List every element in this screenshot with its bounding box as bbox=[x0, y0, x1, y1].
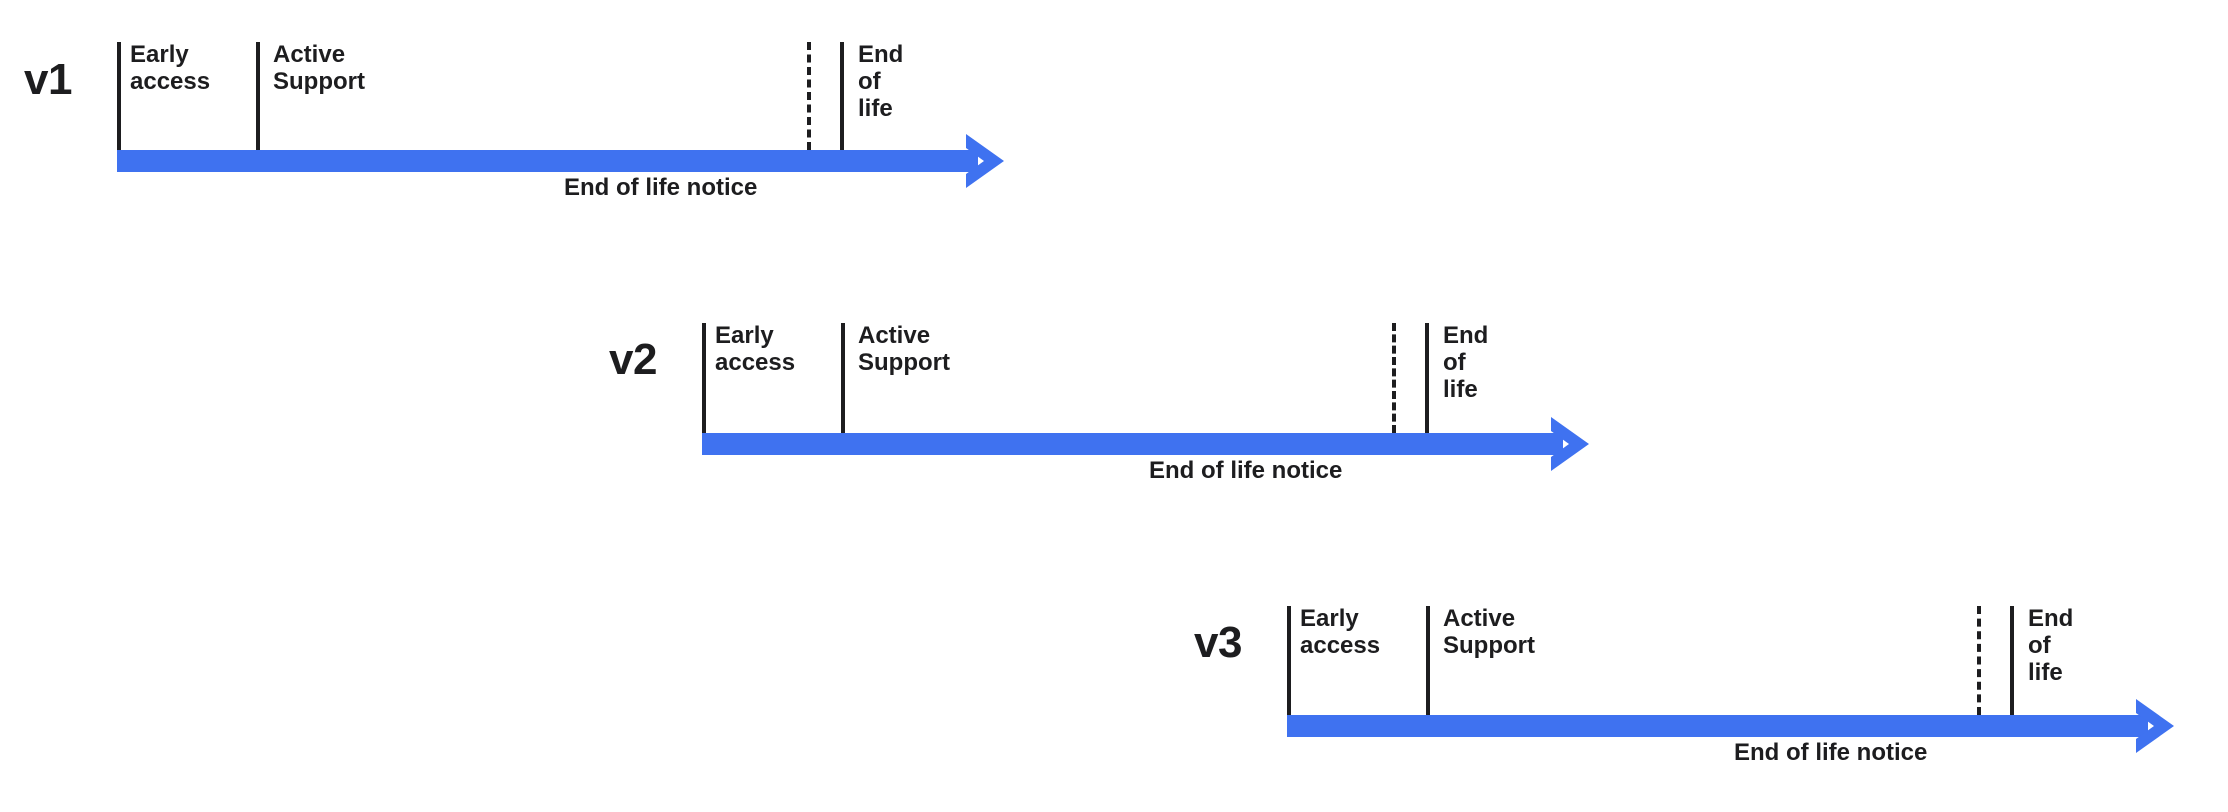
end-of-life-notice-label-v2: End of life notice bbox=[1149, 457, 1343, 484]
phase-label-end-of-life: End of life bbox=[858, 41, 904, 122]
end-of-life-notice-label-v1: End of life notice bbox=[564, 174, 758, 201]
arrow-head-icon-v3 bbox=[2132, 697, 2178, 755]
dashed-divider-end-of-life-notice-marker bbox=[807, 42, 811, 150]
dashed-divider-end-of-life-notice-marker bbox=[1977, 606, 1981, 715]
divider-end-of-life bbox=[840, 42, 844, 150]
divider-early-access bbox=[1287, 606, 1291, 715]
lifecycle-bar-v3 bbox=[1287, 715, 2148, 737]
phase-label-active-support: Active Support bbox=[858, 322, 950, 376]
version-label-v3: v3 bbox=[1194, 618, 1242, 667]
divider-end-of-life bbox=[1425, 323, 1429, 433]
phase-label-early-access: Early access bbox=[130, 41, 211, 95]
version-label-v2: v2 bbox=[609, 335, 657, 384]
phase-label-end-of-life: End of life bbox=[1443, 322, 1489, 403]
arrow-head-icon-v2 bbox=[1547, 415, 1593, 473]
divider-active-support bbox=[1426, 606, 1430, 715]
phase-label-early-access: Early access bbox=[1300, 605, 1381, 659]
phase-label-early-access: Early access bbox=[715, 322, 796, 376]
phase-label-end-of-life: End of life bbox=[2028, 605, 2074, 686]
divider-early-access bbox=[117, 42, 121, 150]
lifecycle-bar-v2 bbox=[702, 433, 1563, 455]
phase-label-active-support: Active Support bbox=[273, 41, 365, 95]
divider-active-support bbox=[841, 323, 845, 433]
lifecycle-bar-v1 bbox=[117, 150, 978, 172]
version-label-v1: v1 bbox=[24, 55, 72, 104]
arrow-head-icon-v1 bbox=[962, 132, 1008, 190]
divider-end-of-life bbox=[2010, 606, 2014, 715]
divider-active-support bbox=[256, 42, 260, 150]
divider-early-access bbox=[702, 323, 706, 433]
phase-label-active-support: Active Support bbox=[1443, 605, 1535, 659]
end-of-life-notice-label-v3: End of life notice bbox=[1734, 739, 1928, 766]
dashed-divider-end-of-life-notice-marker bbox=[1392, 323, 1396, 433]
